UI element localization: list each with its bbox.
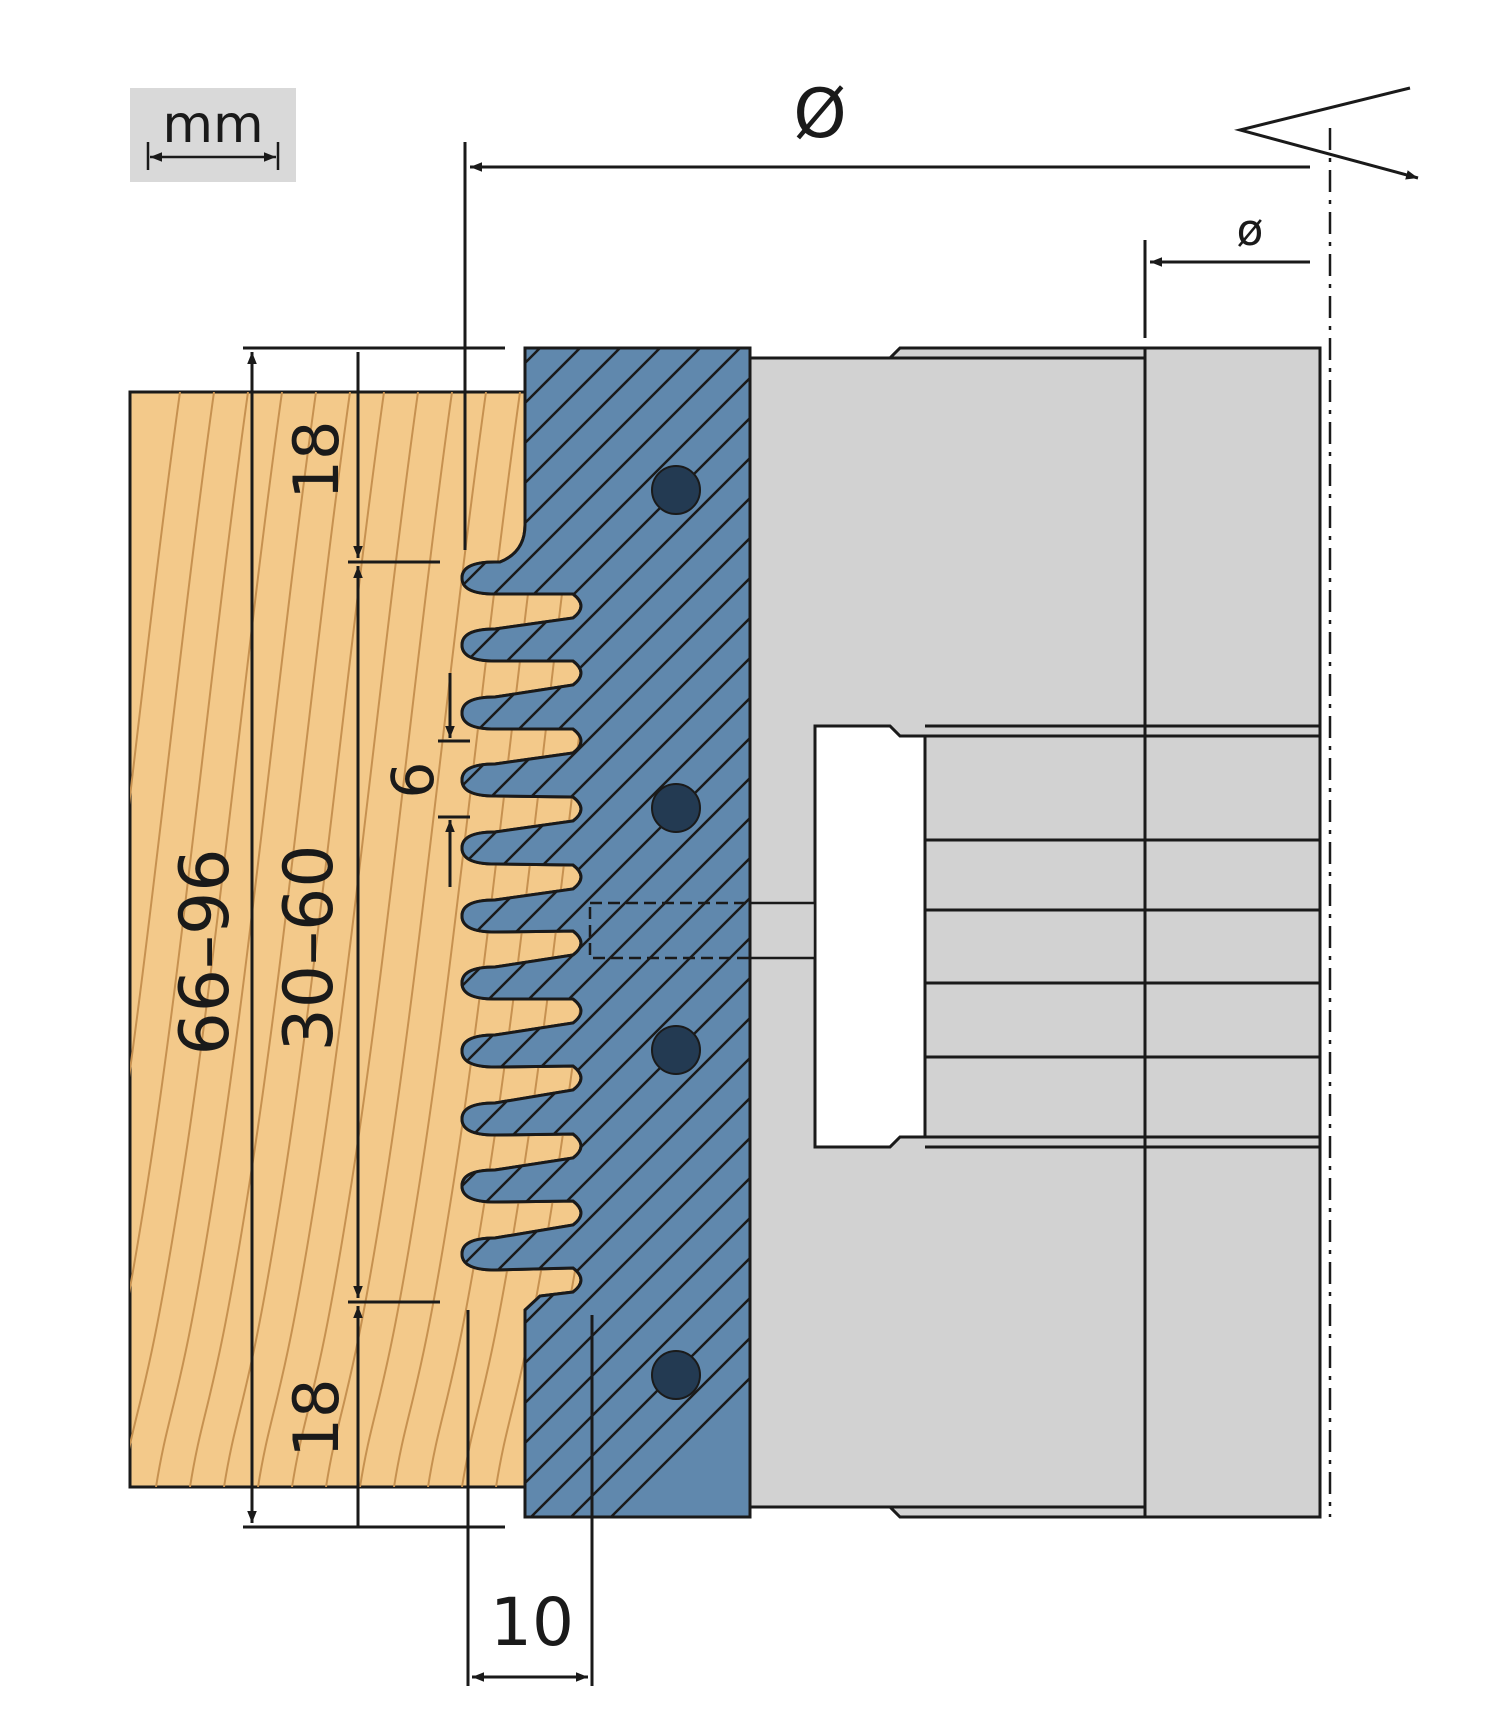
profile-depth-label: 10 [490, 1584, 574, 1661]
bore-diameter-label: ø [1237, 205, 1264, 256]
cutter-hatch-line [400, 0, 800, 248]
cutter-hatch-line [400, 0, 800, 208]
cutter-pin [651, 783, 701, 833]
wood-grain-line [291, 392, 453, 1487]
cutter-hatch-line [462, 1287, 750, 1517]
cutter-key-dashed [588, 901, 752, 960]
profile-height-label: 30–60 [270, 844, 349, 1051]
cutter-hatch-line [462, 348, 750, 649]
cutter-hatch-line [462, 1207, 750, 1517]
tool-body [748, 128, 1332, 1519]
wood-grain-line [155, 392, 317, 1487]
tool-body-bore-recess [813, 724, 927, 1149]
cutter-hatch-line [400, 0, 800, 328]
tool-body-plate-lines [925, 724, 1320, 1149]
cutter-hatch-line [462, 447, 750, 849]
cutter-hatch-line [462, 647, 750, 1049]
cutter-pin [651, 1350, 701, 1400]
tool-body-hub [1143, 346, 1322, 1519]
wood-grain-line [130, 392, 181, 1487]
cutter-hatch-line [400, 0, 800, 8]
cutter-hatch-line [400, 0, 800, 88]
wood-grain-line [427, 392, 581, 1487]
dimension-lines [243, 86, 1419, 1686]
tool-body-key-slot [748, 901, 817, 960]
unit-badge-label: mm [162, 95, 263, 155]
cutter-hatch-line [400, 0, 800, 128]
tooth-pitch-label: 6 [379, 762, 447, 799]
wood-grain-line [130, 392, 215, 1487]
cutter-pins [651, 465, 701, 1400]
dimension-texts: Ø ø 66–96 30–60 18 18 6 10 [166, 75, 1263, 1661]
unit-badge: mm [130, 88, 296, 182]
cutter-hatch-line [462, 1247, 750, 1517]
bottom-margin-label: 18 [280, 1379, 353, 1458]
cutter-hatch-line [400, 0, 800, 168]
rotation-direction-arrow [1234, 86, 1419, 180]
cutter-hatch-line [400, 0, 800, 48]
cutter-pin [651, 465, 701, 515]
cutter-hatch-line [462, 927, 750, 1329]
cutter-pin [651, 1025, 701, 1075]
cutter-profile-shape [460, 346, 752, 1519]
wood-grain-line [189, 392, 351, 1487]
total-height-label: 66–96 [166, 848, 245, 1055]
wood-grain-line [359, 392, 521, 1487]
cutter-hatch-line [400, 0, 800, 288]
outer-diameter-label: Ø [793, 75, 847, 154]
cutter-hatch-line [462, 348, 750, 369]
wood-grain-line [325, 392, 487, 1487]
top-margin-label: 18 [280, 421, 353, 500]
cutter-hatch-line [462, 1327, 750, 1517]
wood-grain-line [130, 392, 249, 1487]
wood-grain-line [257, 392, 419, 1487]
wood-grain-line [495, 392, 581, 1487]
wood-grain-line [461, 392, 581, 1487]
unit-badge-background [130, 88, 296, 182]
wood-grain-line [393, 392, 555, 1487]
cutter-hatch-line [462, 847, 750, 1249]
